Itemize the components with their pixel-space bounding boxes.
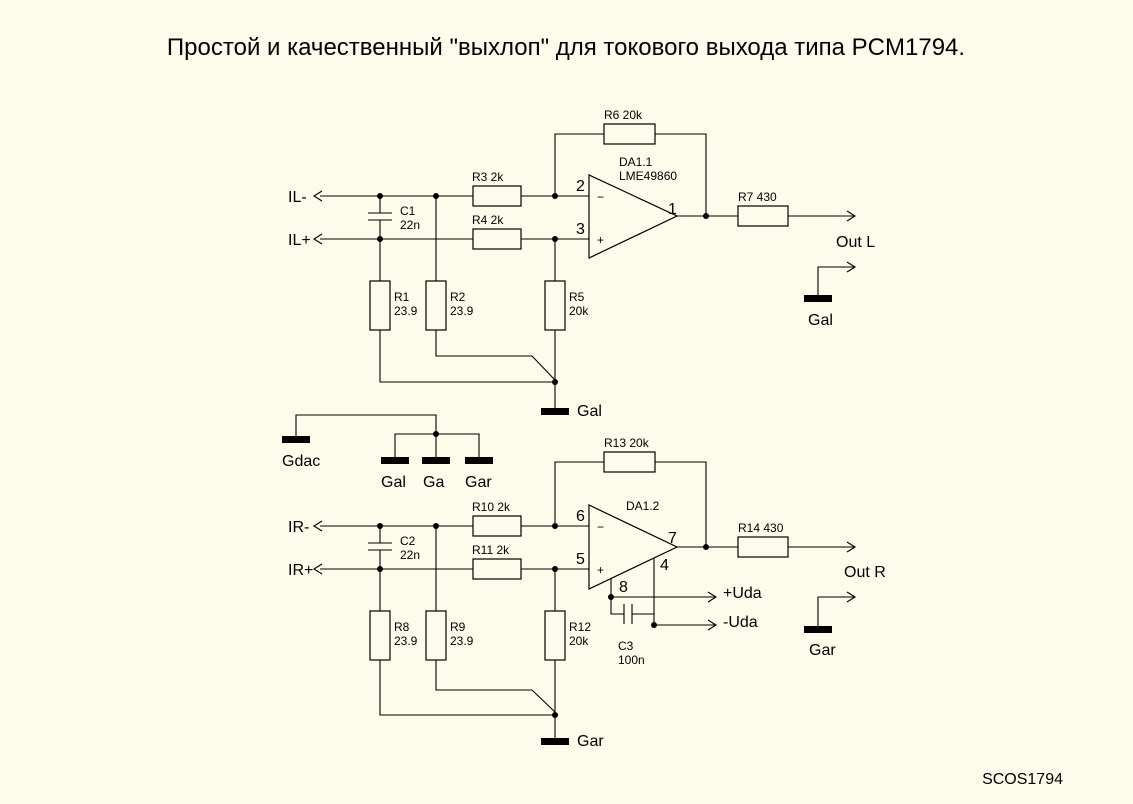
resistor-r4	[472, 228, 522, 250]
r3-label: R3 2k	[472, 170, 504, 184]
pin-1: 1	[668, 201, 677, 218]
pin-2: 2	[576, 178, 585, 195]
opamp-da1-2	[588, 504, 679, 590]
r12-name: R12	[569, 620, 591, 634]
r7-label: R7 430	[738, 190, 777, 204]
gal-label: Gal	[381, 474, 406, 491]
port-ir-minus: IR-	[288, 519, 309, 536]
resistor-r2	[425, 280, 447, 331]
port-out-r: Out R	[844, 564, 886, 581]
left-channel: IL- IL+ C1 22n R3 2k R4 2k R6 20k R7 430…	[288, 108, 875, 420]
ground-distribution: Gdac Gal Ga Gar	[282, 414, 493, 491]
r5-value: 20k	[569, 304, 589, 318]
r8-name: R8	[394, 620, 410, 634]
gar-label: Gar	[465, 474, 492, 491]
resistor-r1	[369, 280, 391, 331]
r13-label: R13 20k	[604, 436, 650, 450]
port-minus-uda: -Uda	[723, 614, 758, 631]
r1-name: R1	[394, 290, 410, 304]
resistor-r7	[737, 205, 789, 227]
author-signature: SCOS1794	[982, 771, 1063, 788]
port-plus-uda: +Uda	[723, 585, 762, 602]
c3-value: 100n	[618, 653, 645, 667]
resistor-r9	[425, 610, 447, 661]
da1-1-part: LME49860	[619, 169, 677, 183]
r1-value: 23.9	[394, 304, 418, 318]
r4-label: R4 2k	[472, 213, 504, 227]
r14-label: R14 430	[738, 521, 784, 535]
ground-gal-out	[804, 295, 832, 302]
noninverting-mark: +	[597, 233, 604, 247]
c1-value: 22n	[400, 218, 420, 232]
gal-left-label: Gal	[577, 403, 602, 420]
right-channel: IR- IR+ C2 22n R10 2k R11 2k R13 20k R14…	[288, 436, 886, 750]
r5-name: R5	[569, 290, 585, 304]
r12-value: 20k	[569, 634, 589, 648]
ground-gar	[465, 457, 493, 464]
pin-4: 4	[660, 557, 669, 574]
resistor-r6	[603, 123, 656, 145]
r9-name: R9	[450, 620, 466, 634]
resistor-r5	[544, 280, 566, 331]
inverting-mark: −	[597, 190, 604, 204]
pin-5: 5	[576, 551, 585, 568]
resistor-r11	[472, 558, 522, 580]
port-ir-plus: IR+	[288, 562, 313, 579]
r2-name: R2	[450, 290, 466, 304]
gdac-label: Gdac	[282, 453, 320, 470]
c3-name: C3	[618, 639, 634, 653]
ground-gdac	[282, 436, 310, 443]
ground-gar-left	[541, 738, 569, 745]
pin-6: 6	[576, 508, 585, 525]
r6-label: R6 20k	[604, 108, 643, 122]
page-title: Простой и качественный "выхлоп" для токо…	[167, 34, 965, 61]
pin-3: 3	[576, 221, 585, 238]
resistor-r10	[472, 515, 522, 537]
da1-1-name: DA1.1	[619, 155, 653, 169]
r9-value: 23.9	[450, 634, 474, 648]
ground-gar-out	[804, 626, 832, 633]
opamp-da1-1	[588, 174, 679, 259]
c1-name: C1	[400, 204, 416, 218]
resistor-r12	[544, 610, 566, 661]
r11-label: R11 2k	[472, 543, 510, 557]
pin-7: 7	[668, 530, 677, 547]
gal-out-label: Gal	[808, 312, 833, 329]
resistor-r13	[603, 451, 656, 473]
port-il-minus: IL-	[288, 189, 307, 206]
gar-left-label: Gar	[577, 733, 604, 750]
ground-gal-left	[541, 408, 569, 415]
port-il-plus: IL+	[288, 232, 311, 249]
ga-label: Ga	[423, 474, 444, 491]
gar-out-label: Gar	[809, 642, 836, 659]
inverting-mark-r: −	[597, 520, 604, 534]
c2-name: C2	[400, 534, 416, 548]
noninverting-mark-r: +	[597, 563, 604, 577]
resistor-r3	[472, 185, 522, 207]
resistor-r14	[737, 536, 789, 558]
c2-value: 22n	[400, 548, 420, 562]
pin-8: 8	[619, 579, 628, 596]
da1-2-name: DA1.2	[626, 499, 660, 513]
r10-label: R10 2k	[472, 500, 511, 514]
port-out-l: Out L	[836, 234, 875, 251]
ground-ga	[422, 457, 450, 464]
ground-gal	[381, 457, 409, 464]
r8-value: 23.9	[394, 634, 418, 648]
r2-value: 23.9	[450, 304, 474, 318]
resistor-r8	[369, 610, 391, 661]
